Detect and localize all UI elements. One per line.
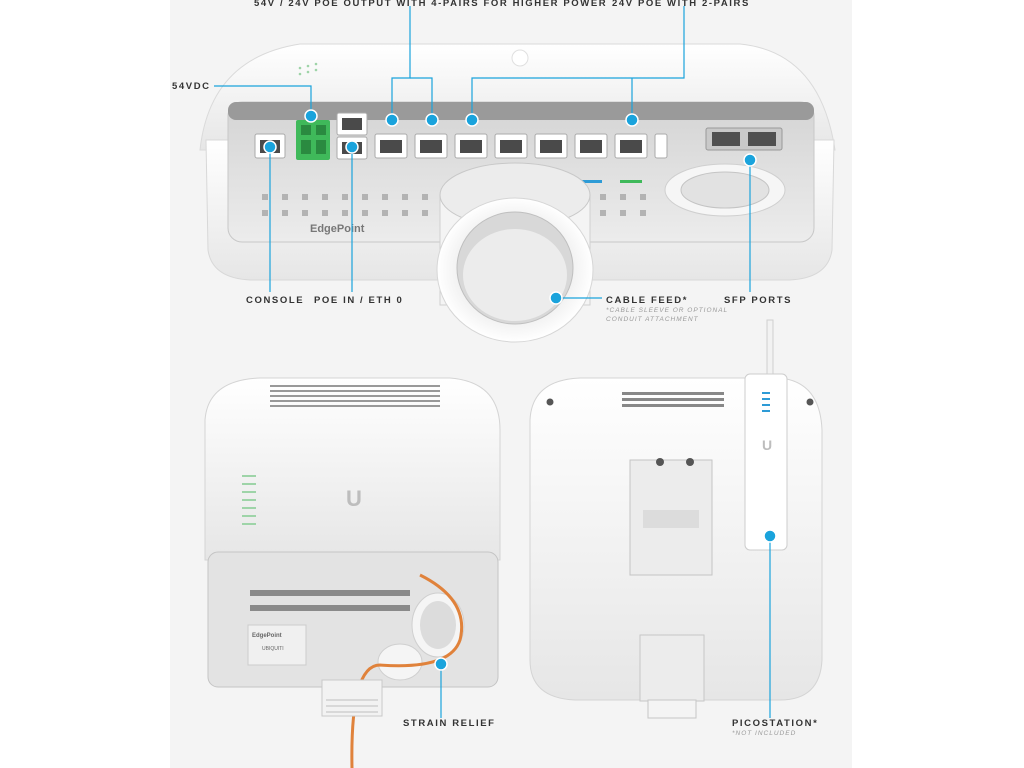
bl-status-leds [242, 475, 256, 525]
top-status-leds [298, 62, 318, 76]
callout-poe-in: POE IN / ETH 0 [314, 295, 404, 306]
callout-picostation: PICOSTATION* [732, 718, 819, 729]
br-mount-bracket [629, 458, 713, 576]
br-vent-grill [622, 392, 724, 407]
indicator-strip-blue [580, 180, 602, 183]
callout-54vdc: 54VDC [172, 81, 211, 92]
callout-poe-4pairs: 54V / 24V POE OUTPUT WITH 4-PAIRS FOR HI… [254, 0, 608, 9]
picostation-unit: U [744, 319, 788, 551]
bl-clamp-ridges [326, 699, 378, 713]
side-cable-port [664, 163, 786, 217]
bl-product-label [247, 624, 307, 666]
callout-sfp-ports: SFP PORTS [724, 295, 793, 306]
reset-slot [654, 133, 668, 159]
bottom-right-device: U [529, 319, 823, 719]
cable-feed-note-1: *CABLE SLEEVE OR OPTIONAL [606, 307, 729, 314]
br-screw-right-icon [806, 398, 814, 406]
callout-console: CONSOLE [246, 295, 305, 306]
top-ubiquiti-logo-icon [511, 49, 529, 67]
callout-strain-relief: STRAIN RELIEF [403, 718, 496, 729]
bottom-left-device: U EdgePoint UBIQUITI [204, 377, 501, 768]
rj45-port-row [374, 133, 648, 159]
bl-cable-ring-upper-inner [420, 601, 456, 649]
callout-poe-2pairs: 24V POE WITH 2-PAIRS [612, 0, 750, 9]
bay-top-edge [228, 102, 814, 120]
callout-dots [263, 109, 777, 671]
left-margin [0, 0, 170, 768]
right-margin [852, 0, 1024, 768]
dc-terminal-block [296, 120, 330, 160]
bl-strain-relief-clamp [321, 679, 383, 717]
bl-vent-rows [250, 590, 410, 611]
bl-vent-grill [270, 385, 440, 407]
bl-brand-label: EdgePoint [252, 633, 282, 639]
svg-text:U: U [762, 437, 772, 453]
bl-lid [204, 377, 501, 561]
br-pole-clamp [639, 634, 705, 719]
callout-cable-feed: CABLE FEED* [606, 295, 688, 306]
cable-feed-note-2: CONDUIT ATTACHMENT [606, 316, 699, 323]
top-brand-label: EdgePoint [310, 223, 365, 235]
bl-ubiquiti-logo-icon: U [346, 486, 362, 511]
cable-feed-sleeve [436, 162, 594, 343]
sfp-cage [705, 127, 783, 151]
callout-lines [214, 6, 771, 718]
bl-cable-ring-lower [377, 643, 423, 681]
picostation-note: *NOT INCLUDED [732, 730, 797, 737]
top-device: EdgePoint [199, 43, 836, 343]
br-screw-left-icon [546, 398, 554, 406]
bl-maker-label: UBIQUITI [262, 646, 284, 652]
